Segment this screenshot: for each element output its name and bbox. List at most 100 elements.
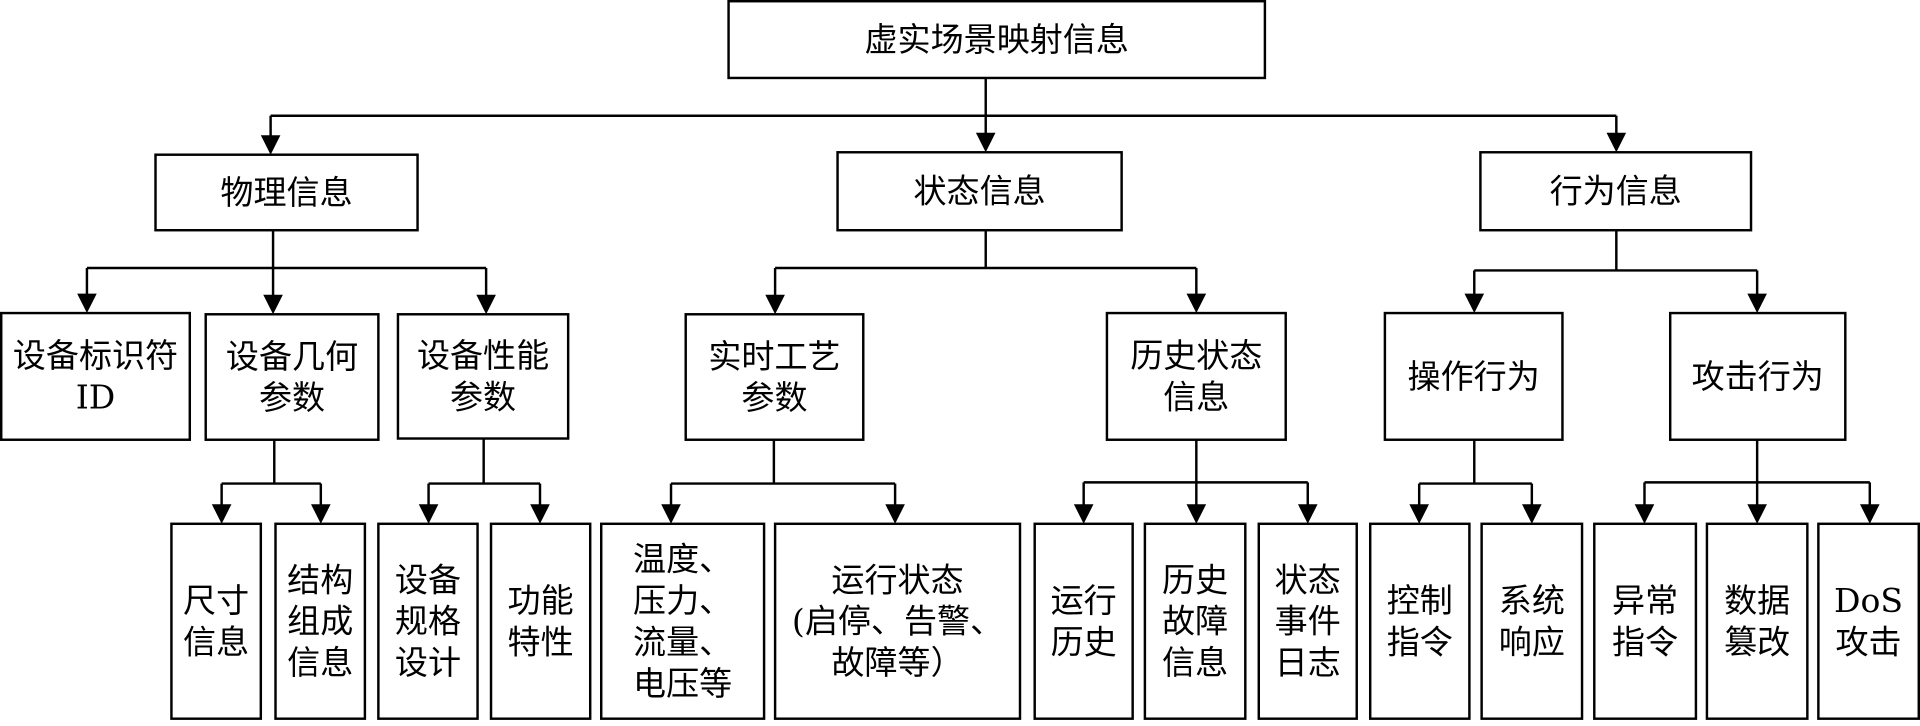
arrow-down-icon xyxy=(885,504,905,524)
connector-behavior xyxy=(1464,230,1767,314)
node-label-line: 结构 xyxy=(287,560,353,599)
node-box xyxy=(396,313,570,440)
node-physical: 物理信息 xyxy=(154,153,419,232)
node-box xyxy=(836,151,1123,232)
node-box xyxy=(1593,522,1698,720)
node-label-line: 数据 xyxy=(1724,581,1790,620)
node-label-line: 故障 xyxy=(1162,602,1228,641)
arrow-down-icon xyxy=(263,294,283,315)
node-box xyxy=(684,313,865,441)
node-label-line: 参数 xyxy=(450,378,516,417)
connector-history-state xyxy=(1073,439,1318,524)
node-label-line: 行为信息 xyxy=(1550,172,1682,211)
arrow-down-icon xyxy=(530,504,550,524)
node-label-line: 温度、 xyxy=(633,540,732,579)
node-box xyxy=(274,522,367,720)
node-label-line: 指令 xyxy=(1612,623,1678,662)
node-label-line: 历史 xyxy=(1162,560,1228,599)
arrow-down-icon xyxy=(418,504,439,524)
arrow-down-icon xyxy=(1522,504,1542,524)
node-label-line: 虚实场景映射信息 xyxy=(865,20,1129,59)
arrow-down-icon xyxy=(1606,132,1627,153)
node-label-line: 响应 xyxy=(1499,623,1565,662)
arrow-down-icon xyxy=(311,504,331,524)
arrow-down-icon xyxy=(1186,504,1207,524)
node-box xyxy=(1668,311,1847,441)
node-label-line: 物理信息 xyxy=(220,173,352,212)
node-label-line: 尺寸 xyxy=(183,581,249,620)
node-label-line: 信息 xyxy=(183,623,249,662)
connector-device-performance xyxy=(418,438,550,524)
node-label-line: 操作行为 xyxy=(1408,357,1540,396)
node-label-line: 控制 xyxy=(1387,581,1453,620)
node-box xyxy=(0,311,192,441)
node-label-line: 系统 xyxy=(1499,581,1565,620)
node-label-line: DoS xyxy=(1834,581,1903,620)
node-label-line: 故障等） xyxy=(831,643,963,682)
node-box xyxy=(1257,522,1358,720)
node-label-line: 历史状态 xyxy=(1130,336,1262,375)
node-label-line: 设备性能 xyxy=(417,336,549,375)
node-box xyxy=(1105,311,1287,441)
arrow-down-icon xyxy=(1073,504,1094,524)
node-label-line: 参数 xyxy=(741,378,807,417)
node-box xyxy=(727,0,1267,80)
arrow-down-icon xyxy=(975,132,996,153)
connector-root xyxy=(260,77,1627,155)
node-box xyxy=(1480,522,1584,720)
node-label-line: 状态 xyxy=(1275,560,1341,599)
arrow-down-icon xyxy=(1634,504,1655,524)
node-attack: 攻击行为 xyxy=(1668,311,1847,441)
connectors xyxy=(77,77,1880,524)
connector-realtime-process xyxy=(661,439,905,524)
node-label-line: 实时工艺 xyxy=(708,337,840,376)
node-box xyxy=(1368,522,1471,720)
node-label-line: 指令 xyxy=(1387,623,1453,662)
node-label-line: 篡改 xyxy=(1724,623,1790,662)
node-label-line: 规格 xyxy=(395,602,461,641)
node-label-line: 参数 xyxy=(259,378,325,417)
node-label-line: 电压等 xyxy=(633,664,732,703)
node-label-line: 流量、 xyxy=(633,623,732,662)
node-box xyxy=(1033,522,1134,720)
node-label-line: 运行 xyxy=(1051,581,1117,620)
node-label-line: 信息 xyxy=(287,643,353,682)
node-label-line: 运行状态 xyxy=(831,560,963,599)
arrow-down-icon xyxy=(765,294,785,315)
node-label-line: 攻击行为 xyxy=(1692,357,1824,396)
arrow-down-icon xyxy=(1186,293,1207,314)
node-label-line: 信息 xyxy=(1162,643,1228,682)
node-label-line: 组成 xyxy=(287,602,353,641)
node-box xyxy=(170,522,263,720)
node-run-state: 运行状态(启停、告警、故障等） xyxy=(773,522,1022,720)
arrow-down-icon xyxy=(1860,504,1880,524)
node-label-line: 日志 xyxy=(1275,643,1341,682)
node-label-line: 压力、 xyxy=(633,581,732,620)
connector-physical xyxy=(77,230,496,315)
node-box xyxy=(204,313,380,441)
node-box xyxy=(1143,522,1247,720)
node-label-line: 攻击 xyxy=(1836,623,1902,662)
arrow-down-icon xyxy=(1464,293,1485,314)
node-label-line: 设备标识符 xyxy=(13,336,178,375)
node-label-line: ID xyxy=(76,378,116,417)
node-box xyxy=(600,522,766,720)
node-label-line: 信息 xyxy=(1163,378,1229,417)
